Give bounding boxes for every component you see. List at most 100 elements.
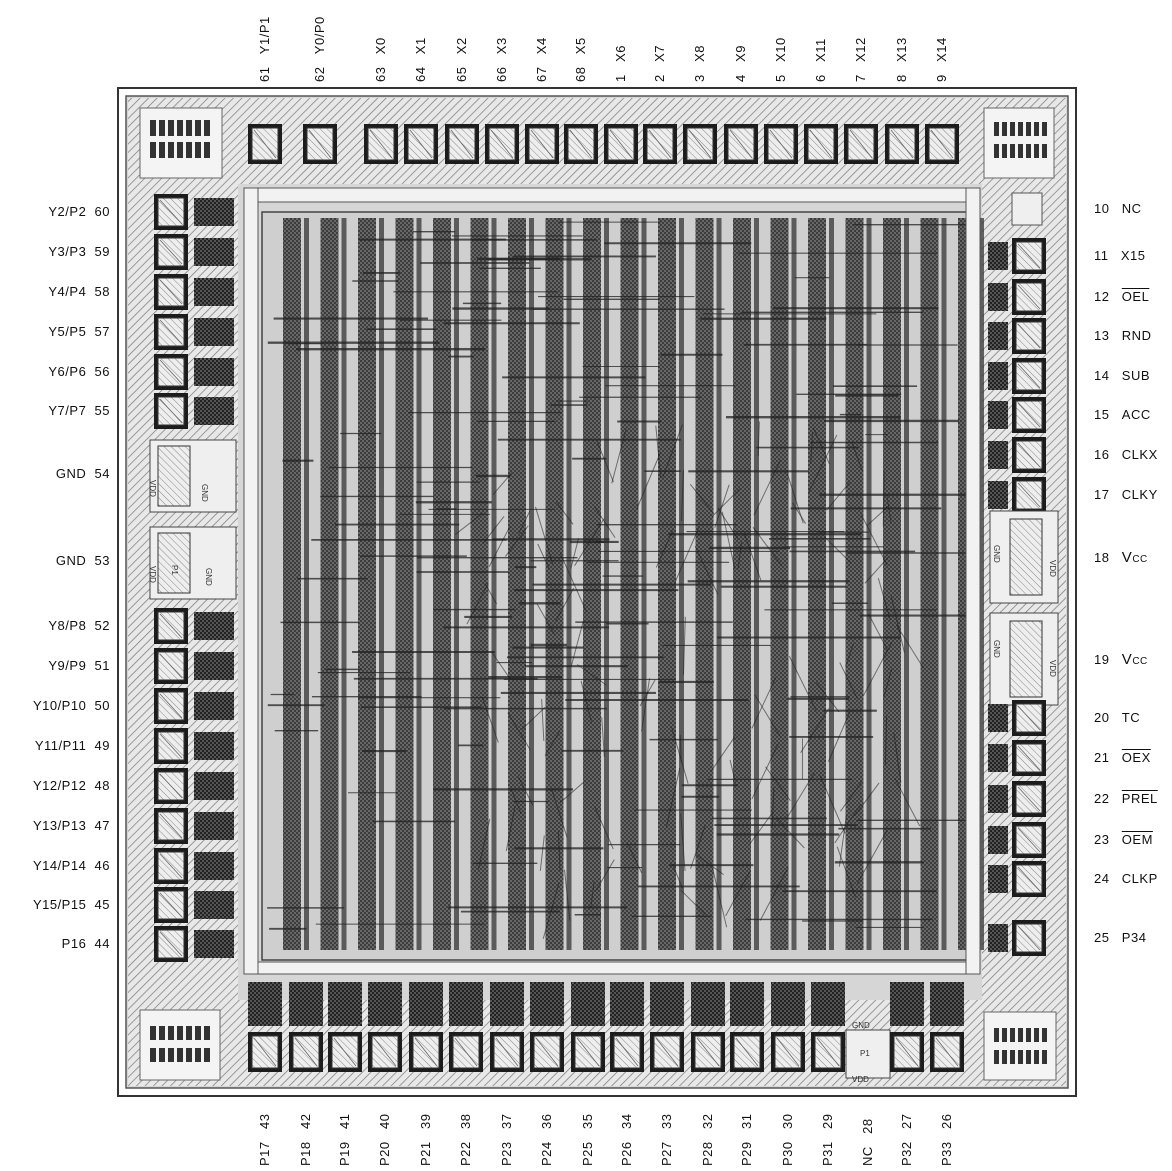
metal-column (395, 218, 414, 950)
top-pad (925, 124, 959, 164)
io-driver (194, 732, 234, 760)
io-driver (194, 852, 234, 880)
left-pin-label: Y6/P6 56 (0, 364, 110, 379)
pad-mark (895, 1037, 919, 1067)
routing-trace (680, 813, 686, 871)
pin-number: 58 (86, 284, 110, 299)
routing-trace (507, 712, 531, 751)
pad-mark (735, 1037, 759, 1067)
vdd-label: VDD (148, 566, 157, 583)
pin-number: 21 (1094, 750, 1122, 765)
vdd-label: VDD (852, 1075, 869, 1084)
io-driver (530, 982, 564, 1026)
logo-mark (177, 1026, 183, 1040)
pad-mark (729, 129, 753, 159)
pin-name: X7 (652, 45, 667, 75)
routing-trace (819, 774, 846, 834)
pin-number: 62 (312, 66, 327, 82)
io-driver (988, 704, 1008, 732)
right-pin-label: 17 CLKY (1094, 487, 1158, 502)
routing-trace (521, 706, 546, 731)
io-driver (988, 924, 1008, 952)
pad-mark (648, 129, 672, 159)
bottom-pad (890, 1032, 924, 1072)
right-pad (1012, 822, 1046, 858)
left-pin-label: Y4/P4 58 (0, 284, 110, 299)
top-pin-label: 67 X4 (534, 37, 549, 82)
io-driver (610, 982, 644, 1026)
pad-mark (1017, 827, 1041, 853)
pad-mark (159, 319, 183, 345)
routing-trace (894, 777, 921, 827)
routing-trace (555, 587, 575, 622)
pin-number: 64 (413, 66, 428, 82)
pin-number: 47 (86, 818, 110, 833)
right-pin-label: 12 OEL (1094, 289, 1149, 304)
pin-number: 16 (1094, 447, 1122, 462)
routing-trace (570, 620, 584, 667)
routing-trace (536, 603, 556, 636)
routing-trace (636, 452, 662, 510)
pad-mark (530, 129, 554, 159)
logo-mark (1026, 1050, 1031, 1064)
pad-mark (609, 129, 633, 159)
pin-name: Y1/P1 (257, 16, 272, 67)
pin-name: X3 (494, 37, 509, 67)
left-pin-label: Y7/P7 55 (0, 403, 110, 418)
pin-number: 15 (1094, 407, 1122, 422)
routing-trace (743, 533, 762, 581)
pad-mark (308, 129, 332, 159)
top-pad (643, 124, 677, 164)
bottom-pad (449, 1032, 483, 1072)
gnd-label: GND (992, 640, 1001, 658)
pin-name: Y2/P2 (48, 204, 87, 219)
bottom-pad (691, 1032, 725, 1072)
routing-trace (893, 732, 902, 783)
io-driver (194, 318, 234, 346)
bottom-pad (610, 1032, 644, 1072)
routing-trace (517, 776, 534, 806)
left-pin-label: Y15/P15 45 (0, 897, 110, 912)
vcc-pad (1009, 518, 1043, 596)
pin-name: X4 (534, 37, 549, 67)
routing-trace (752, 526, 783, 567)
pin-name: Y14/P14 (32, 858, 87, 873)
left-pin-label: Y10/P10 50 (0, 698, 110, 713)
pin-number: 38 (458, 1113, 473, 1142)
routing-trace (765, 766, 791, 802)
logo-mark (1002, 122, 1007, 136)
metal-rail (829, 218, 834, 950)
right-pad (1012, 740, 1046, 776)
pin-name: X8 (692, 45, 707, 75)
top-pin-label: 2 X7 (652, 45, 667, 82)
routing-trace (757, 421, 760, 457)
pad-mark (769, 129, 793, 159)
pin-name: P29 (739, 1141, 754, 1166)
routing-trace (689, 483, 715, 515)
pin-name: Y5/P5 (48, 324, 87, 339)
routing-trace (557, 830, 561, 872)
io-driver (988, 865, 1008, 893)
routing-trace (808, 434, 838, 493)
logo-mark (1042, 1050, 1047, 1064)
pad-mark (159, 653, 183, 679)
pin-name: P17 (257, 1141, 272, 1166)
top-pin-label: 8 X13 (894, 37, 909, 82)
pad-mark (490, 129, 514, 159)
routing-trace (672, 865, 684, 889)
pin-name: X10 (773, 37, 788, 75)
io-driver (730, 982, 764, 1026)
pin-number: 35 (580, 1113, 595, 1142)
metal-column (358, 218, 376, 950)
top-pad (303, 124, 337, 164)
logo-mark (994, 1028, 999, 1042)
pin-number: 41 (337, 1113, 352, 1142)
bottom-pad (650, 1032, 684, 1072)
pin-name: X6 (613, 45, 628, 75)
metal-rail (716, 218, 722, 950)
io-driver (328, 982, 362, 1026)
right-pin-label: 24 CLKP (1094, 871, 1158, 886)
io-driver (811, 982, 845, 1026)
pin-number: 14 (1094, 368, 1122, 383)
pin-number: 19 (1094, 652, 1122, 667)
